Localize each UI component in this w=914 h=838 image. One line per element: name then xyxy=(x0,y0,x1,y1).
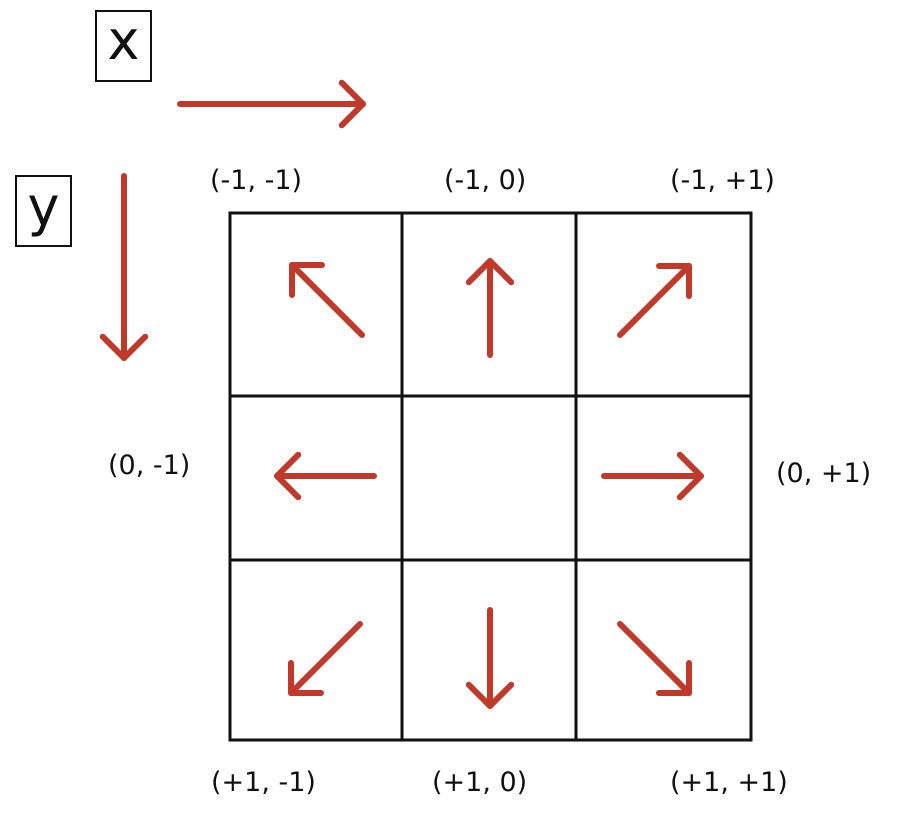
neighbor-label-w: (0, -1) xyxy=(108,450,191,481)
arrow-down xyxy=(465,607,515,709)
neighbor-label-n: (-1, 0) xyxy=(444,165,527,196)
arrow-down-head xyxy=(465,681,515,709)
arrow-up-left xyxy=(289,262,365,338)
arrow-down-right-shaft xyxy=(617,621,692,696)
arrow-up-left-shaft xyxy=(289,262,365,338)
x-axis-arrow-head xyxy=(338,79,366,129)
arrow-left-head xyxy=(274,451,302,501)
arrow-down-left-shaft xyxy=(288,621,363,696)
neighbor-label-ne: (-1, +1) xyxy=(670,165,775,196)
arrows-layer xyxy=(99,79,704,709)
arrow-up-head xyxy=(465,258,515,286)
y-axis-label-box: y xyxy=(15,175,72,247)
arrow-up-right-head xyxy=(656,263,692,299)
arrow-left xyxy=(274,451,377,501)
arrow-up xyxy=(465,258,515,358)
arrow-right-head xyxy=(676,451,704,501)
x-axis-label: x xyxy=(107,9,140,72)
neighbor-label-s: (+1, 0) xyxy=(432,767,528,798)
neighbor-label-se: (+1, +1) xyxy=(670,767,788,798)
arrow-down-left-head xyxy=(288,660,324,696)
neighbor-label-e: (0, +1) xyxy=(776,458,872,489)
y-axis-arrow xyxy=(99,173,149,361)
arrow-down-right xyxy=(617,621,692,696)
arrow-down-left xyxy=(288,621,363,696)
neighbor-label-sw: (+1, -1) xyxy=(211,767,316,798)
y-axis-label: y xyxy=(27,175,60,238)
arrow-up-right xyxy=(617,263,692,338)
x-axis-arrow xyxy=(177,79,366,129)
x-axis-label-box: x xyxy=(95,10,152,82)
arrow-up-right-shaft xyxy=(617,263,692,338)
y-axis-arrow-head xyxy=(99,333,149,361)
arrow-right xyxy=(601,451,704,501)
arrow-down-right-head xyxy=(656,660,692,696)
neighbor-label-nw: (-1, -1) xyxy=(210,165,303,196)
arrow-up-left-head xyxy=(289,262,325,298)
grid xyxy=(228,211,753,742)
